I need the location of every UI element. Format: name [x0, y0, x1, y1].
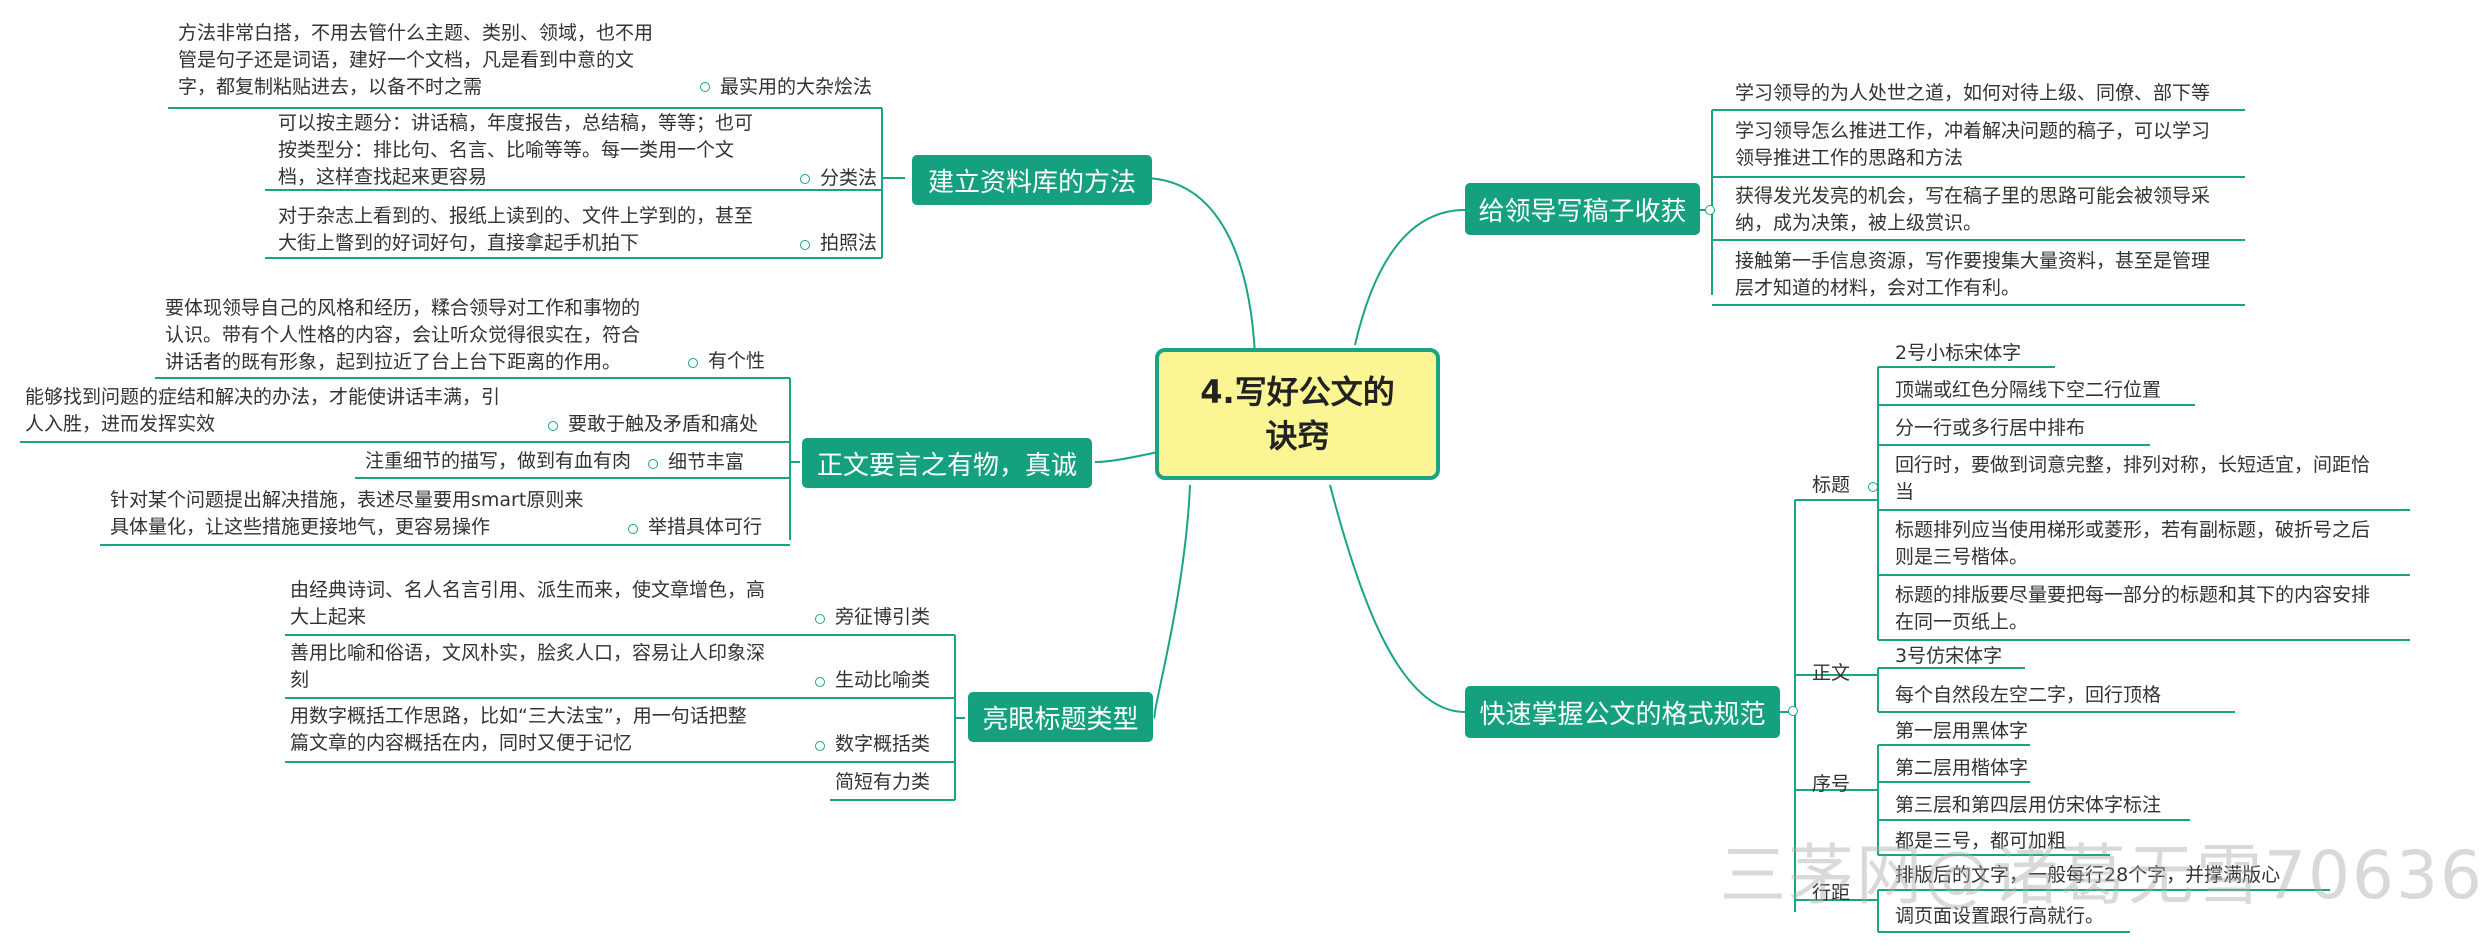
format-spacing-item-1[interactable]: 排版后的文字，一般每行28个字，并撑满版心 [1895, 864, 2281, 886]
format-num-item-4[interactable]: 都是三号，都可加粗 [1895, 830, 2067, 852]
titles-item-2[interactable]: 生动比喻类 [835, 669, 931, 691]
format-group-body[interactable]: 正文 [1812, 662, 1851, 684]
branch-format-label: 快速掌握公文的格式规范 [1479, 699, 1766, 730]
branch-library[interactable]: 建立资料库的方法 [912, 155, 1152, 205]
content-item-2[interactable]: 要敢于触及矛盾和痛处 [568, 413, 759, 435]
connector-titles [1153, 484, 1191, 719]
branch-titles-label: 亮眼标题类型 [982, 704, 1139, 735]
titles-note-1: 由经典诗词、名人名言引用、派生而来，使文章增色，高 大上起来 [290, 579, 766, 628]
branch-benefits-label: 给领导写稿子收获 [1478, 196, 1687, 227]
branch-content[interactable]: 正文要言之有物，真诚 [802, 438, 1092, 488]
node-dot[interactable] [815, 614, 825, 624]
format-title-item-3[interactable]: 分一行或多行居中排布 [1895, 417, 2086, 439]
format-body-item-1[interactable]: 3号仿宋体字 [1895, 645, 2003, 667]
library-note-3: 对于杂志上看到的、报纸上读到的、文件上学到的，甚至 大街上瞥到的好词好句，直接拿… [278, 205, 754, 254]
content-note-3: 注重细节的描写，做到有血有肉 [365, 450, 632, 472]
node-dot[interactable] [800, 240, 810, 250]
titles-item-4[interactable]: 简短有力类 [835, 771, 931, 793]
format-group-spacing[interactable]: 行距 [1812, 882, 1851, 904]
content-item-3[interactable]: 细节丰富 [668, 451, 745, 473]
connector-benefits [1354, 209, 1466, 346]
library-note-1: 方法非常白搭，不用去管什么主题、类别、领域，也不用 管是句子还是词语，建好一个文… [178, 22, 654, 98]
content-note-4: 针对某个问题提出解决措施，表述尽量要用smart原则来 具体量化，让这些措施更接… [110, 489, 584, 538]
content-item-4[interactable]: 举措具体可行 [648, 516, 763, 538]
titles-note-2: 善用比喻和俗语，文风朴实，脍炙人口，容易让人印象深 刻 [290, 642, 766, 691]
format-title-item-5[interactable]: 标题排列应当使用梯形或菱形，若有副标题，破折号之后 则是三号楷体。 [1895, 519, 2371, 568]
connector-content [1094, 451, 1159, 463]
benefit-1[interactable]: 学习领导的为人处世之道，如何对待上级、同僚、部下等 [1735, 82, 2211, 104]
center-topic-label: 4.写好公文的 诀窍 [1200, 373, 1395, 455]
node-dot[interactable] [548, 421, 558, 431]
titles-note-3: 用数字概括工作思路，比如“三大法宝”，用一句话把整 篇文章的内容概括在内，同时又… [290, 705, 747, 754]
branch-format[interactable]: 快速掌握公文的格式规范 [1465, 686, 1780, 738]
format-spacing-item-2[interactable]: 调页面设置跟行高就行。 [1895, 905, 2105, 927]
node-dot[interactable] [628, 524, 638, 534]
format-num-item-2[interactable]: 第二层用楷体字 [1895, 757, 2029, 779]
format-group-numbering[interactable]: 序号 [1812, 773, 1851, 795]
node-dot[interactable] [700, 82, 710, 92]
format-title-item-2[interactable]: 顶端或红色分隔线下空二行位置 [1895, 379, 2162, 401]
branch-titles[interactable]: 亮眼标题类型 [968, 692, 1153, 742]
content-note-1: 要体现领导自己的风格和经历，糅合领导对工作和事物的 认识。带有个人性格的内容，会… [165, 297, 641, 373]
node-dot[interactable] [1868, 482, 1878, 492]
format-num-item-1[interactable]: 第一层用黑体字 [1895, 720, 2029, 742]
library-item-1[interactable]: 最实用的大杂烩法 [720, 76, 873, 98]
benefit-2[interactable]: 学习领导怎么推进工作，冲着解决问题的稿子，可以学习 领导推进工作的思路和方法 [1735, 120, 2211, 169]
center-topic[interactable]: 4.写好公文的 诀窍 [1155, 348, 1440, 480]
format-num-item-3[interactable]: 第三层和第四层用仿宋体字标注 [1895, 794, 2162, 816]
branch-content-label: 正文要言之有物，真诚 [816, 450, 1077, 481]
node-dot[interactable] [815, 741, 825, 751]
connector-format [1329, 484, 1466, 713]
watermark: 三茅网@诸葛无雪70636 [1720, 837, 2484, 914]
library-note-2: 可以按主题分：讲话稿，年度报告，总结稿，等等；也可 按类型分：排比句、名言、比喻… [278, 112, 754, 188]
benefit-4[interactable]: 接触第一手信息资源，写作要搜集大量资料，甚至是管理 层才知道的材料，会对工作有利… [1735, 250, 2211, 299]
content-item-1[interactable]: 有个性 [708, 350, 766, 372]
benefit-3[interactable]: 获得发光发亮的机会，写在稿子里的思路可能会被领导采 纳，成为决策，被上级赏识。 [1735, 185, 2211, 234]
library-item-2[interactable]: 分类法 [820, 167, 878, 189]
mind-map-connectors [20, 107, 2410, 933]
node-dot[interactable] [815, 677, 825, 687]
node-dot[interactable] [648, 459, 658, 469]
node-dot[interactable] [688, 358, 698, 368]
library-item-3[interactable]: 拍照法 [820, 232, 878, 254]
format-title-item-1[interactable]: 2号小标宋体字 [1895, 342, 2022, 364]
branch-benefits[interactable]: 给领导写稿子收获 [1465, 183, 1700, 235]
titles-item-3[interactable]: 数字概括类 [835, 733, 931, 755]
format-title-item-4[interactable]: 回行时，要做到词意完整，排列对称，长短适宜，间距恰 当 [1895, 454, 2371, 503]
node-dot[interactable] [1788, 706, 1798, 716]
node-dot[interactable] [800, 174, 810, 184]
node-dot[interactable] [1705, 205, 1715, 215]
connector-library [1144, 177, 1256, 356]
format-body-item-2[interactable]: 每个自然段左空二字，回行顶格 [1895, 684, 2162, 706]
content-note-2: 能够找到问题的症结和解决的办法，才能使讲话丰满，引 人入胜，进而发挥实效 [25, 386, 501, 435]
titles-item-1[interactable]: 旁征博引类 [835, 606, 931, 628]
format-title-item-6[interactable]: 标题的排版要尽量要把每一部分的标题和其下的内容安排 在同一页纸上。 [1895, 584, 2371, 633]
branch-library-label: 建立资料库的方法 [927, 167, 1136, 198]
format-group-title[interactable]: 标题 [1812, 474, 1851, 496]
